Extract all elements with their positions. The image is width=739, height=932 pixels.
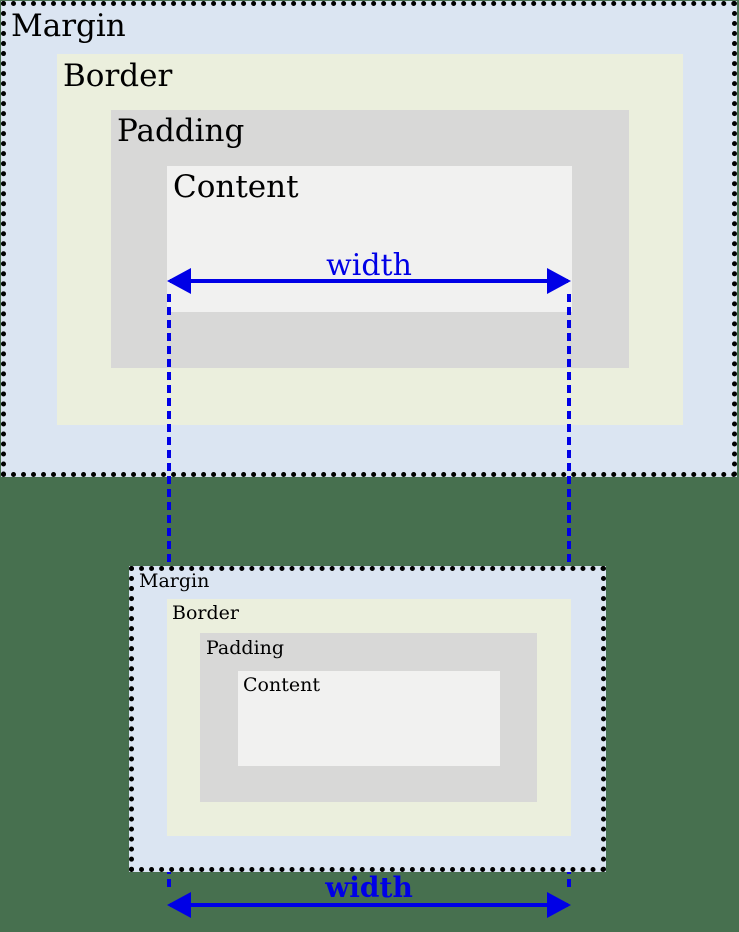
top-content-box	[167, 166, 572, 312]
arrow-shaft	[170, 903, 568, 907]
bottom-border-label: Border	[172, 602, 239, 624]
top-width-arrow	[167, 268, 571, 294]
arrowhead-right-icon	[547, 268, 571, 294]
bottom-margin-label: Margin	[139, 570, 210, 592]
bottom-content-label: Content	[243, 674, 320, 696]
top-border-label: Border	[63, 58, 173, 94]
bottom-content-box	[238, 671, 500, 766]
arrow-shaft	[170, 279, 568, 283]
top-width-label: width	[326, 248, 412, 283]
bottom-padding-label: Padding	[206, 637, 285, 659]
top-margin-label: Margin	[11, 8, 126, 44]
bottom-width-arrow	[167, 892, 571, 918]
top-padding-label: Padding	[117, 113, 245, 149]
arrowhead-right-icon	[547, 892, 571, 918]
top-content-label: Content	[173, 169, 299, 205]
bottom-width-label: width	[325, 871, 413, 904]
